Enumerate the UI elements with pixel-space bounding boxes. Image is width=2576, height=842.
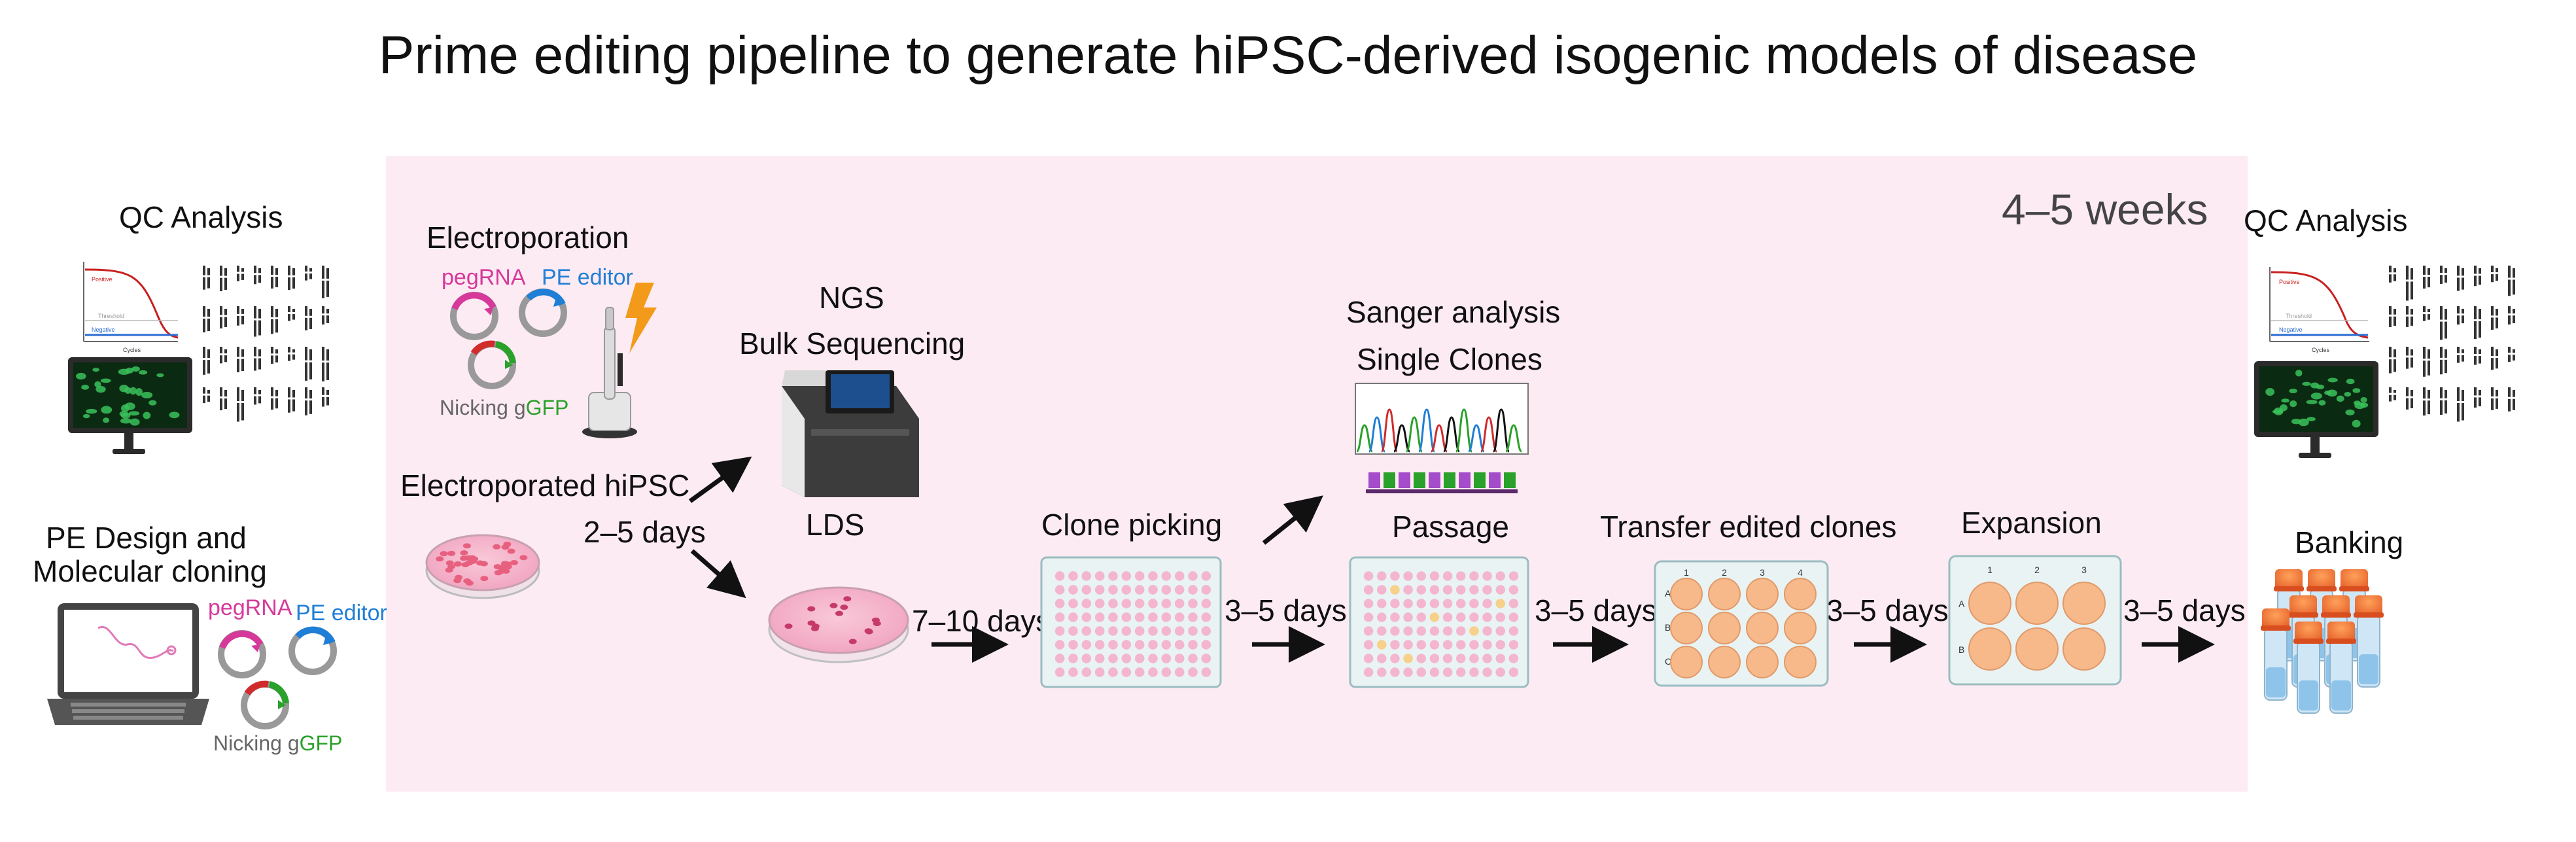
- duration-3-5-days-c: 3–5 days: [1826, 593, 1949, 627]
- right-karyotype-icon: [2389, 266, 2515, 422]
- qc-negative-label: Negative: [92, 326, 115, 333]
- lds-label: LDS: [806, 508, 865, 542]
- design-label-line1: PE Design and: [46, 521, 247, 555]
- banking-cryotubes-icon: [2261, 569, 2384, 714]
- right-qc-chart: Positive Threshold Negative Cycles: [2269, 267, 2369, 353]
- timeline-band: [386, 156, 2248, 792]
- ep-pegrna-label: pegRNA: [442, 265, 526, 290]
- twelve-well-row-label: B: [1665, 622, 1671, 633]
- twelve-well-row-label: C: [1665, 656, 1671, 667]
- bulk-seq-label: Bulk Sequencing: [739, 326, 966, 360]
- left-pegrna-label: pegRNA: [208, 595, 292, 620]
- design-label-line2: Molecular cloning: [33, 554, 267, 588]
- right-qc-cycles-label: Cycles: [2312, 347, 2330, 353]
- clone-picking-label: Clone picking: [1041, 508, 1223, 542]
- workflow-arrows: [688, 456, 2215, 663]
- single-clones-label: Single Clones: [1357, 342, 1542, 376]
- left-pegrna-plasmid-icon: [218, 630, 266, 678]
- left-pe-editor-plasmid-icon: [288, 626, 337, 675]
- passage-96-well-plate-icon: [1349, 556, 1529, 688]
- six-well-row-label: A: [1958, 599, 1965, 609]
- expansion-label: Expansion: [1961, 506, 2102, 540]
- qc-threshold-label: Threshold: [98, 313, 124, 319]
- left-nicking-gfp-plasmid-icon: [241, 680, 289, 729]
- sanger-label: Sanger analysis: [1346, 295, 1561, 329]
- six-well-col-label: 2: [2034, 565, 2040, 575]
- lds-dish-icon: [768, 586, 909, 663]
- twelve-well-col-label: 1: [1684, 567, 1689, 578]
- right-qc-threshold-label: Threshold: [2286, 313, 2312, 319]
- duration-label: 4–5 weeks: [2002, 185, 2208, 234]
- duration-3-5-days-d: 3–5 days: [2123, 593, 2246, 627]
- expansion-6-well-plate-icon: 1 2 3A B: [1948, 555, 2122, 686]
- six-well-col-label: 1: [1987, 565, 1993, 575]
- six-well-col-label: 3: [2081, 565, 2087, 575]
- right-microscopy-monitor-icon: [2254, 361, 2378, 458]
- electroporated-label: Electroporated hiPSC: [400, 468, 690, 502]
- right-qc-label: QC Analysis: [2244, 203, 2408, 237]
- ep-nicking-label: Nicking gGFP: [440, 396, 569, 419]
- left-qc-label: QC Analysis: [119, 200, 283, 234]
- left-nicking-label: Nicking gGFP: [213, 731, 343, 755]
- ep-nicking-gfp-plasmid-icon: [468, 340, 516, 389]
- arrow-to-lds: [690, 549, 746, 599]
- clone-picking-96-well-plate-icon: [1040, 556, 1222, 688]
- duration-2-5-days: 2–5 days: [583, 515, 706, 549]
- ep-pegrna-plasmid-icon: [450, 292, 498, 340]
- ngs-sequencer-icon: [782, 370, 919, 497]
- ep-pe-editor-plasmid-icon: [519, 289, 567, 337]
- left-karyotype-icon: [203, 266, 329, 422]
- twelve-well-col-label: 2: [1722, 567, 1727, 578]
- arrow-to-sanger: [1262, 495, 1323, 545]
- twelve-well-col-label: 3: [1760, 567, 1765, 578]
- duration-3-5-days-a: 3–5 days: [1225, 593, 1347, 627]
- left-qc-chart: Positive Threshold Negative Cycles: [83, 262, 179, 353]
- arrow-to-ngs: [688, 456, 752, 503]
- qc-positive-label: Positive: [92, 276, 113, 283]
- figure-title: Prime editing pipeline to generate hiPSC…: [378, 26, 2198, 85]
- passage-label: Passage: [1392, 510, 1510, 544]
- twelve-well-col-label: 4: [1798, 567, 1803, 578]
- ngs-label: NGS: [819, 281, 884, 315]
- right-qc-positive-label: Positive: [2279, 279, 2300, 285]
- right-qc-negative-label: Negative: [2279, 326, 2303, 333]
- electroporator-icon: [582, 307, 637, 438]
- banking-label: Banking: [2295, 525, 2404, 559]
- transfer-12-well-plate-icon: 1 2 3 4A B C: [1654, 560, 1829, 687]
- laptop-icon: [47, 603, 209, 725]
- electroporated-dish-icon: [425, 534, 540, 599]
- sanger-chromatogram-icon: [1355, 383, 1529, 493]
- transfer-label: Transfer edited clones: [1600, 510, 1897, 544]
- twelve-well-row-label: A: [1665, 588, 1671, 599]
- qc-cycles-label: Cycles: [123, 347, 141, 353]
- electroporation-label: Electroporation: [426, 220, 629, 254]
- ep-pe-editor-label: PE editor: [542, 265, 633, 290]
- duration-3-5-days-b: 3–5 days: [1535, 593, 1657, 627]
- left-pe-editor-label: PE editor: [296, 601, 387, 625]
- six-well-row-label: B: [1958, 644, 1964, 655]
- lightning-icon: [625, 283, 657, 353]
- left-microscopy-monitor-icon: [68, 357, 192, 454]
